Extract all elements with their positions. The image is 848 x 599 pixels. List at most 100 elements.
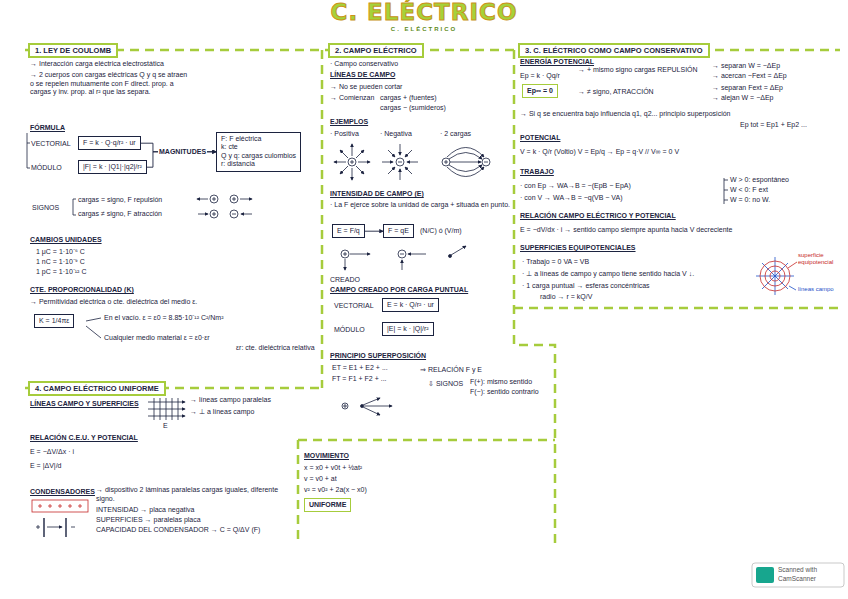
formula-box: UNIFORME [304,498,351,512]
node-text: |F| = k · |Q1|·|q2|/r² [83,163,142,171]
note-text: ⇩ SIGNOS [428,380,468,389]
note-text: W > 0: espontáneo [730,176,830,185]
note-text: cargas = signo, F repulsión [78,196,196,205]
formula-box: |F| = k · |Q1|·|q2|/r² [78,160,147,174]
note-text: E [163,422,175,431]
note-text: · 2 cargas [440,130,500,139]
section-heading-box: 3. C. ELÉCTRICO COMO CAMPO CONSERVATIVO [518,43,710,58]
note-text: → Si q se encuentra bajo influencia q1, … [520,110,838,119]
note-text: · con Ep → WA→B = −(EpB − EpA) [520,182,715,191]
section-subheading: CAMBIOS UNIDADES [30,236,150,245]
brackets [27,133,728,338]
note-text: CamScanner [778,575,842,583]
node-text: 4. CAMPO ELÉCTRICO UNIFORME [35,384,159,393]
node-text: 2. CAMPO ELÉCTRICO [335,46,417,55]
note-text: W < 0: F ext [730,186,830,195]
formula-box: |E| = k · |Q|/r² [382,322,434,336]
node-text: UNIFORME [309,501,346,509]
note-text: → alejan W = −ΔEp [712,94,837,103]
node-text: F = k · Q·q/r² · ur [83,139,136,147]
node-text: F: F eléctrica [221,135,296,143]
note-text: v² = v0² + 2a(x − x0) [304,486,414,495]
note-text: líneas campo [798,286,844,293]
note-text: E = −ΔV/Δx · i [30,448,150,457]
title-subtitle: C. ELÉCTRICO [0,26,848,33]
formula-box: F = qE [383,224,414,238]
note-text: 1 μC = 1·10⁻⁶ C [36,248,136,257]
section-subheading: CAMPO CREADO POR CARGA PUNTUAL [330,286,510,295]
node-text: F = qE [388,227,409,235]
note-text: · Campo conservativo [330,60,510,69]
section-subheading: RELACIÓN C.E.U. Y POTENCIAL [30,434,180,443]
note-text: → ⊥ a líneas campo [190,408,310,417]
section-subheading: RELACIÓN CAMPO ELÉCTRICO Y POTENCIAL [520,212,838,221]
note-text: → separan Fext = ΔEp [712,84,837,93]
formula-box: K = 1/4πε [34,314,74,328]
note-text: W = 0: no W. [730,196,830,205]
note-text: MÓDULO [334,326,380,335]
connector-arrow [365,231,383,232]
note-text: CREADO [330,276,390,285]
note-text: MÓDULO [31,164,77,173]
section-subheading: EJEMPLOS [330,118,390,127]
connector-label: MAGNITUDES [158,148,207,156]
note-text: VECTORIAL [334,302,380,311]
section-subheading: TRABAJO [520,168,600,177]
node-text: 1. LEY DE COULOMB [35,46,111,55]
intensity-sketch [341,246,466,270]
section-subheading: MOVIMIENTO [304,452,414,461]
section-subheading: FÓRMULA [30,124,110,133]
node-text: k: cte [221,143,296,151]
note-text: → Interacción carga eléctrica electrostá… [30,60,315,69]
note-text: CAPACIDAD DEL CONDENSADOR → C = Q/ΔV (F) [96,526,292,535]
note-text: → No se pueden cortar [330,83,510,92]
note-text: superficie equipotencial [798,252,844,267]
note-text: → + mismo signo cargas REPULSIÓN [578,66,710,75]
note-text: Ep = k · Qq/r [520,72,576,81]
node-text: Q y q: cargas culombios [221,152,296,160]
note-text: ⇒ RELACIÓN F y E [420,366,510,375]
formula-box: F = k · Q·q/r² · ur [78,136,141,150]
note-text: cargas − (sumideros) [380,104,510,113]
formula-box: F: F eléctricak: cteQ y q: cargas culomb… [216,132,301,172]
note-text: · Trabajo = 0 VA = VB [522,258,752,267]
note-text: (N/C) ó (V/m) [420,227,490,236]
note-text: · con V → WA→B = −q(VB − VA) [520,194,715,203]
note-text: ET = E1 + E2 + ... [332,364,417,373]
note-text: → líneas campo paralelas [190,396,310,405]
note-text: → Comienzan [330,94,380,103]
note-text: → dispositivo 2 láminas paralelas cargas… [96,486,292,503]
section-subheading: SUPERFICIES EQUIPOTENCIALES [520,244,720,253]
section-subheading: INTENSIDAD DE CAMPO (E) [330,190,510,199]
section-subheading: PRINCIPIO SUPERPOSICIÓN [330,352,510,361]
note-text: F(+): mismo sentido [470,378,552,387]
note-text: INTENSIDAD → placa negativa [96,506,292,515]
note-text: FT = F1 + F2 + ... [332,375,417,384]
formula-box: Ep∞ = 0 [522,84,558,98]
note-text: x = x0 + v0t + ½at² [304,464,414,473]
superposition-sketch [342,398,392,415]
note-text: · Positiva [330,130,380,139]
note-text: cargas + (fuentes) [380,94,510,103]
formula-box: E = k · Q/r² · ur [382,298,439,312]
uniform-field-sketch [148,398,185,420]
node-text: E = k · Q/r² · ur [387,301,434,309]
note-text: Scanned with [778,566,842,574]
note-text: SIGNOS [32,204,72,213]
diagram-title: C. ELÉCTRICO [0,1,848,24]
note-text: Cualquier medio material ε = ε0·εr [104,334,254,343]
note-text: v = v0 + at [304,475,414,484]
section-subheading: ENERGÍA POTENCIAL [520,58,640,67]
scanner-badge [752,563,844,587]
note-text: F(−): sentido contrario [470,388,552,397]
capacitor-sketch [32,500,88,537]
coulomb-signs [197,195,252,218]
formula-box: E = F/q [332,224,365,238]
note-text: · Negativa [380,130,435,139]
section-subheading: POTENCIAL [520,134,600,143]
node-text: K = 1/4πε [39,317,69,325]
note-text: 1 pC = 1·10⁻¹² C [36,268,136,277]
equipotential-sketch [756,257,797,295]
note-text: SUPERFICIES → paralelas placa [96,516,292,525]
